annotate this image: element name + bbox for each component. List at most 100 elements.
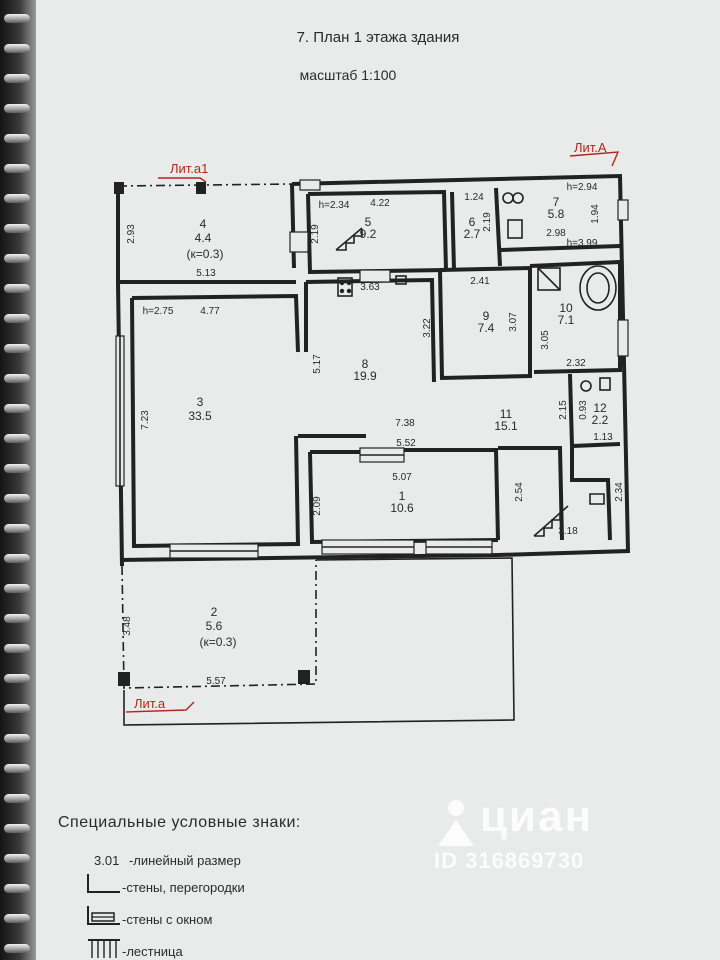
binding-ring xyxy=(4,674,30,683)
svg-text:0.93: 0.93 xyxy=(578,400,589,420)
svg-text:h=3.99: h=3.99 xyxy=(567,238,598,249)
cian-logo-icon xyxy=(438,800,474,846)
binding-ring xyxy=(4,14,30,23)
svg-text:2.54: 2.54 xyxy=(514,482,525,502)
svg-text:3.07: 3.07 xyxy=(508,312,519,332)
room-1-number: 1 xyxy=(399,489,406,503)
binding-ring xyxy=(4,884,30,893)
room-5-area: 9.2 xyxy=(360,227,377,241)
legend-item-dimension: 3.01 -линейный размер xyxy=(94,853,241,868)
svg-text:7.23: 7.23 xyxy=(140,410,151,430)
lit-A-marker: Лит.А xyxy=(569,140,620,167)
svg-text:2.09: 2.09 xyxy=(312,496,323,516)
binding-ring xyxy=(4,794,30,803)
window-openings xyxy=(115,179,629,559)
binding-ring xyxy=(4,344,30,353)
stove-icon xyxy=(337,275,407,297)
spiral-binding xyxy=(0,0,36,960)
room-2-number: 2 xyxy=(211,605,218,619)
room-4-note: (к=0.3) xyxy=(187,247,224,261)
stair-room-11-icon xyxy=(533,493,605,537)
cian-watermark: циан ID 316869730 xyxy=(432,788,662,888)
binding-ring xyxy=(4,164,30,173)
room-11-number: 11 xyxy=(500,407,513,421)
room-7-number: 7 xyxy=(553,195,560,209)
svg-text:1.13: 1.13 xyxy=(593,432,613,443)
dimension-labels: 2.93 5.13 h=2.34 4.22 2.19 1.24 2.19 h=2… xyxy=(122,182,625,687)
shower-icon xyxy=(537,267,561,291)
svg-text:5.07: 5.07 xyxy=(392,472,412,483)
binding-ring xyxy=(4,314,30,323)
svg-text:2.15: 2.15 xyxy=(558,400,569,420)
binding-ring xyxy=(4,734,30,743)
binding-ring xyxy=(4,374,30,383)
legend-symbol-walls xyxy=(87,874,120,893)
legend-symbol-window-wall xyxy=(87,906,120,925)
room-labels: 4 4.4 (к=0.3) 5 9.2 6 2.7 7 5.8 8 19.9 9… xyxy=(187,195,609,649)
room-10-area: 7.1 xyxy=(558,313,575,327)
binding-ring xyxy=(4,104,30,113)
binding-ring xyxy=(4,614,30,623)
binding-ring xyxy=(4,524,30,533)
room-9-area: 7.4 xyxy=(478,321,495,335)
binding-ring xyxy=(4,464,30,473)
svg-text:2.32: 2.32 xyxy=(566,358,586,369)
scale-label: масштаб 1:100 xyxy=(300,67,397,83)
svg-text:Лит.а: Лит.а xyxy=(134,696,166,711)
binding-ring xyxy=(4,914,30,923)
binding-ring xyxy=(4,44,30,53)
room-6-area: 2.7 xyxy=(464,227,481,241)
listing-id: ID 316869730 xyxy=(434,848,585,873)
binding-ring xyxy=(4,434,30,443)
interior-walls xyxy=(130,183,622,549)
svg-text:h=2.94: h=2.94 xyxy=(567,182,598,193)
room-4-number: 4 xyxy=(200,217,207,231)
svg-text:2.19: 2.19 xyxy=(310,224,321,244)
bathtub-icon xyxy=(579,265,617,311)
svg-text:5.52: 5.52 xyxy=(396,438,416,449)
svg-text:2.98: 2.98 xyxy=(546,228,566,239)
svg-text:2.93: 2.93 xyxy=(126,224,137,244)
svg-text:1.24: 1.24 xyxy=(464,192,484,203)
room-9-number: 9 xyxy=(483,309,490,323)
room-3-number: 3 xyxy=(197,395,204,409)
binding-ring xyxy=(4,824,30,833)
room-3-area: 33.5 xyxy=(188,409,212,423)
binding-ring xyxy=(4,854,30,863)
fixtures xyxy=(335,192,617,537)
binding-ring xyxy=(4,134,30,143)
room-2-note: (к=0.3) xyxy=(200,635,237,649)
svg-text:3.18: 3.18 xyxy=(558,526,578,537)
binding-ring xyxy=(4,704,30,713)
svg-text:2.19: 2.19 xyxy=(482,212,493,232)
legend-text-walls: -стены, перегородки xyxy=(122,880,245,895)
svg-text:2.41: 2.41 xyxy=(470,276,490,287)
svg-text:4.22: 4.22 xyxy=(370,198,390,209)
room-1-area: 10.6 xyxy=(390,501,414,515)
binding-ring xyxy=(4,404,30,413)
binding-ring xyxy=(4,254,30,263)
legend-symbol-stairs xyxy=(88,939,120,958)
svg-text:5.57: 5.57 xyxy=(206,676,226,687)
legend-text-window-wall: -стены с окном xyxy=(122,912,213,927)
legend-text-stairs: -лестница xyxy=(122,944,183,959)
binding-ring xyxy=(4,584,30,593)
binding-ring xyxy=(4,194,30,203)
svg-text:3.05: 3.05 xyxy=(540,330,551,350)
room-8-number: 8 xyxy=(362,357,369,371)
binding-ring xyxy=(4,644,30,653)
svg-text:5.13: 5.13 xyxy=(196,268,216,279)
room-10-number: 10 xyxy=(559,301,573,315)
svg-text:h=2.75: h=2.75 xyxy=(143,306,174,317)
legend-text-dimension: -линейный размер xyxy=(128,853,241,868)
room-11-area: 15.1 xyxy=(494,419,518,433)
cian-brand-text: циан xyxy=(480,792,594,841)
lit-a1-marker: Лит.а1 xyxy=(158,161,208,183)
svg-text:h=2.34: h=2.34 xyxy=(319,200,350,211)
svg-text:3.22: 3.22 xyxy=(422,318,433,338)
binding-ring xyxy=(4,764,30,773)
exterior-walls xyxy=(114,173,631,726)
svg-text:4.77: 4.77 xyxy=(200,306,220,317)
toilet-icon xyxy=(502,192,611,392)
